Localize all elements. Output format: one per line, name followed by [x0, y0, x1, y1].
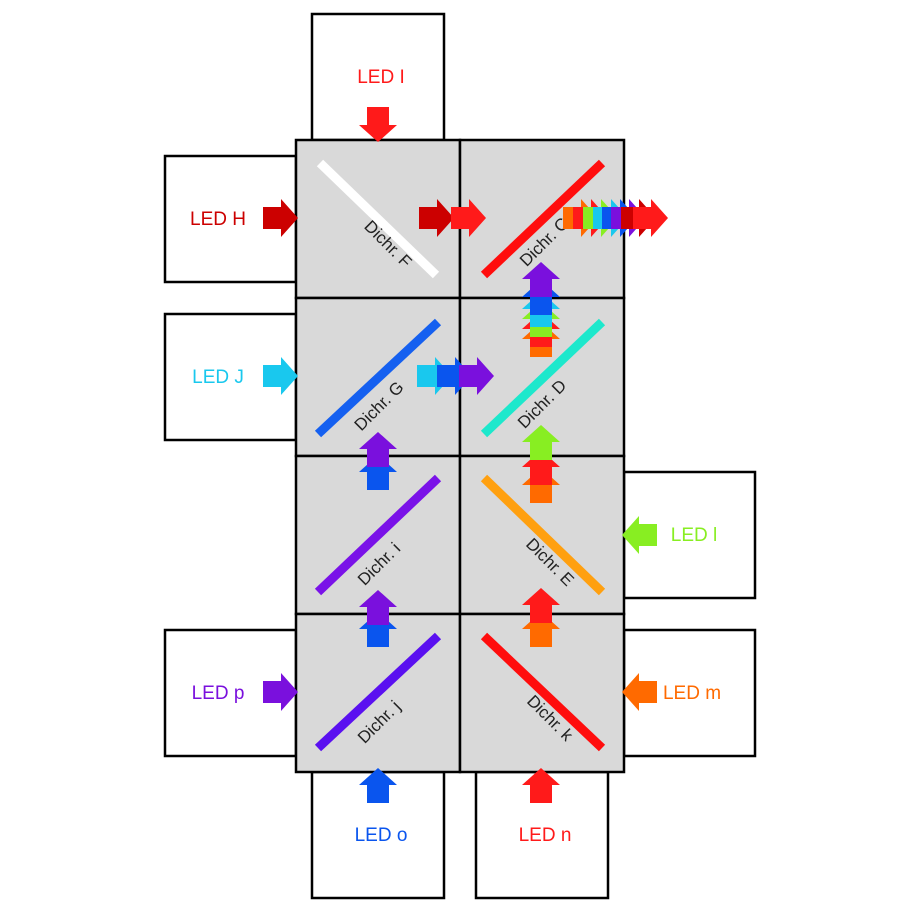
led-m-label: LED m: [663, 683, 721, 704]
mirror-d: [480, 318, 606, 438]
led-l-label: LED l: [671, 525, 717, 546]
mirror-c: [480, 159, 606, 279]
arrow-out-red2: [633, 199, 668, 237]
led-o-label: LED o: [355, 825, 408, 846]
mirror-e: [480, 474, 606, 596]
mirror-f: [316, 159, 440, 279]
led-p-label: LED p: [192, 683, 245, 704]
led-n-label: LED n: [519, 825, 572, 846]
mirror-k: [480, 632, 606, 752]
mirror-j: [314, 632, 442, 752]
dichroic-grid: [294, 138, 626, 774]
mirror-i: [314, 474, 442, 596]
led-h-label: LED H: [190, 209, 246, 230]
led-j-label: LED J: [192, 367, 244, 388]
led-i-top-label: LED I: [357, 67, 405, 88]
mirror-g: [314, 318, 442, 438]
